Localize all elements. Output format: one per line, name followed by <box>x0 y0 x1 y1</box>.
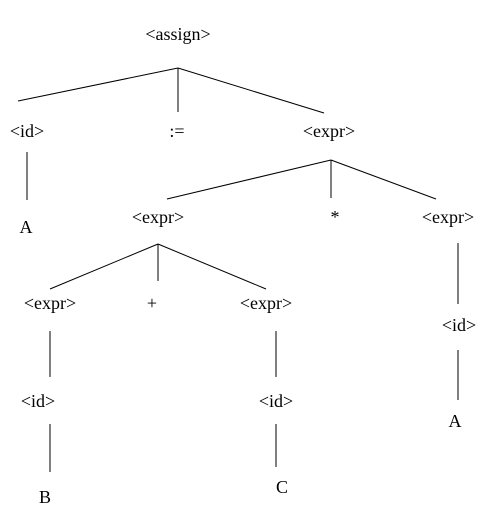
node-leaf-c: C <box>276 477 288 497</box>
node-id-ll: <id> <box>21 391 55 411</box>
edge-expr-expr-right <box>330 159 437 200</box>
node-assign: <assign> <box>145 24 210 44</box>
node-expr-root: <expr> <box>303 121 355 141</box>
node-assign-op: := <box>169 121 184 141</box>
node-leaf-b: B <box>39 487 51 507</box>
node-id-lr: <id> <box>259 391 293 411</box>
node-id-right: <id> <box>442 315 476 335</box>
node-expr-right: <expr> <box>422 207 474 227</box>
edge-assign-id <box>17 67 179 102</box>
edge-mid-expr-ll <box>49 243 159 290</box>
edge-mid-expr-lr <box>157 243 267 290</box>
node-id-left: <id> <box>10 121 44 141</box>
tree-nodes: <assign> <id> := <expr> A <expr> * <expr… <box>10 24 476 507</box>
node-leaf-a2: A <box>449 411 462 431</box>
node-plus-op: + <box>147 293 157 313</box>
edge-expr-expr-mid <box>166 159 332 200</box>
node-expr-mid: <expr> <box>132 207 184 227</box>
node-leaf-a1: A <box>20 217 33 237</box>
node-expr-lr: <expr> <box>240 293 292 313</box>
node-mult-op: * <box>331 207 340 227</box>
node-expr-ll: <expr> <box>24 293 76 313</box>
tree-edges <box>17 67 459 472</box>
edge-assign-expr <box>177 67 325 114</box>
